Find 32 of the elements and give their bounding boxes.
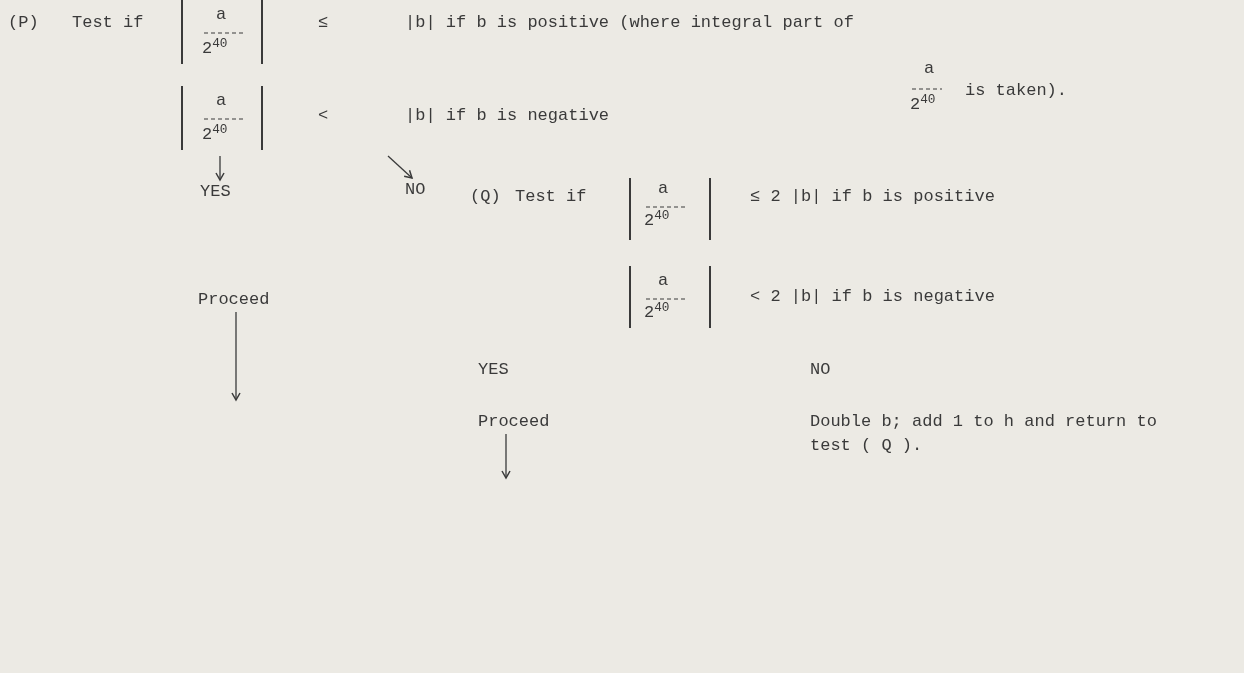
formula-text: (P) (8, 12, 39, 34)
flow-text: NO (810, 358, 860, 382)
formula-text: a (658, 178, 669, 200)
arrow (231, 311, 241, 401)
flow-text: Proceed (198, 288, 298, 312)
formula-text: |b| if b is negative (405, 105, 610, 127)
flow-text: YES (478, 358, 538, 382)
formula-text: is taken). (965, 80, 1068, 102)
formula-text: a (658, 270, 669, 292)
formula-text: 2$^{40}$ (202, 124, 228, 146)
formula-text: (Q) (470, 186, 501, 208)
formula-text: a (924, 58, 935, 80)
formula-text: ≤ 2 |b| if b is positive (750, 186, 995, 208)
formula-text: 2$^{40}$ (644, 302, 670, 324)
formula-text: 2$^{40}$ (202, 38, 228, 60)
formula-text: a (216, 4, 227, 26)
flow-text: Proceed (478, 410, 578, 434)
formula-text: Test if (515, 186, 587, 208)
arrow (387, 155, 413, 179)
flow-text: Double b; add 1 to h and return to test ( Q ). (810, 410, 1170, 458)
arrow (501, 433, 511, 479)
flow-text: YES (200, 180, 260, 204)
formula-text: ≤ (318, 12, 329, 34)
formula-text: Test if (72, 12, 144, 34)
formula-text: 2$^{40}$ (910, 94, 936, 116)
arrow (215, 155, 225, 181)
flow-text: NO (405, 178, 455, 202)
formula-text: |b| if b is positive (where integral part of (405, 12, 854, 34)
formula-text: 2$^{40}$ (644, 210, 670, 232)
formula-text: < (318, 105, 329, 127)
formula-text: < 2 |b| if b is negative (750, 286, 995, 308)
formula-text: a (216, 90, 227, 112)
